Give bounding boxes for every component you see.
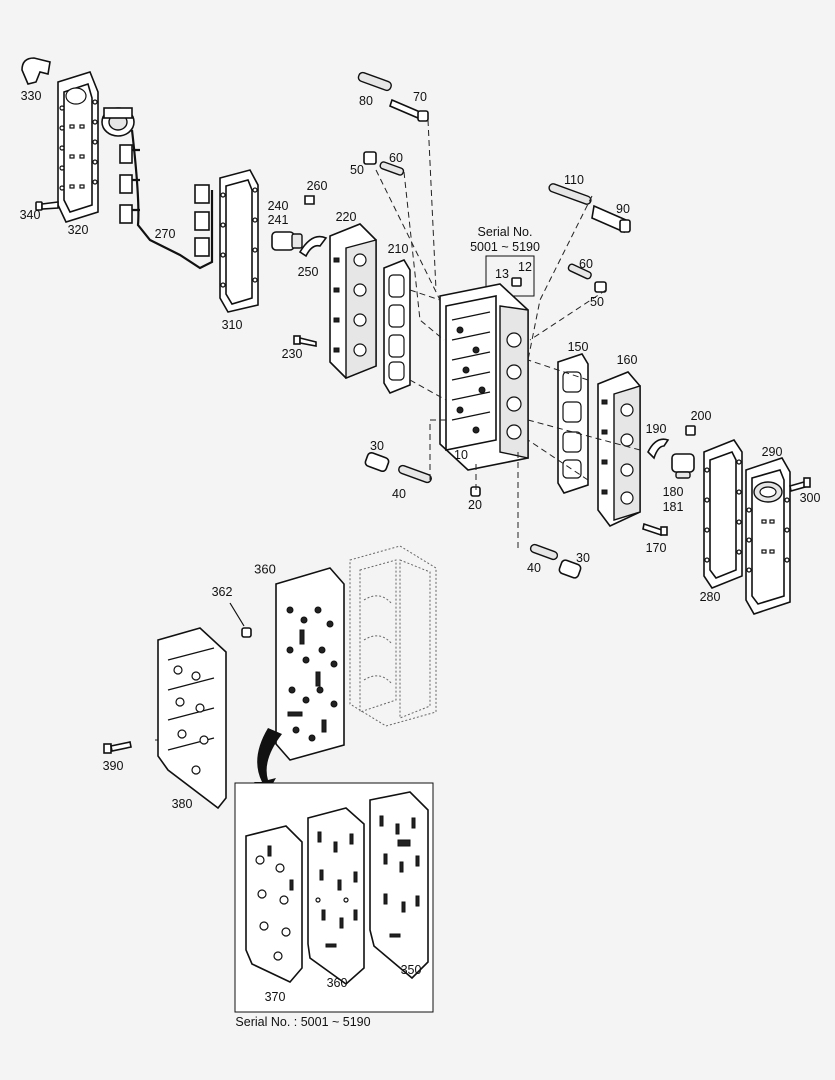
part-160-valve-body (597, 371, 641, 527)
part-260-screw (304, 195, 315, 205)
callout-260: 260 (306, 178, 328, 193)
callout-330: 330 (20, 88, 42, 103)
part-310-gasket (219, 169, 259, 313)
part-60-spring (379, 161, 405, 176)
part-200-screw (685, 425, 696, 436)
callout-30-a: 30 (370, 438, 384, 453)
callout-90: 90 (616, 201, 630, 216)
part-220-valve-body (329, 223, 377, 380)
part-170-bolt (642, 522, 668, 537)
callout-250: 250 (297, 264, 319, 279)
part-190-clip (647, 438, 670, 460)
part-110-spring (548, 183, 592, 205)
callout-200: 200 (690, 408, 712, 423)
callout-50-b: 50 (590, 294, 604, 309)
part-280-gasket (703, 439, 743, 589)
part-40-spring-lower (529, 543, 559, 561)
part-60-spring-right (567, 263, 592, 280)
part-12-plug (511, 277, 522, 287)
callout-150: 150 (567, 339, 589, 354)
callout-40-b: 40 (527, 560, 541, 575)
callout-350: 350 (400, 962, 422, 977)
callout-50-a: 50 (350, 162, 364, 177)
part-370-plate (245, 825, 303, 983)
callout-310: 310 (221, 317, 243, 332)
part-380-plate (157, 627, 227, 810)
callout-270: 270 (154, 226, 176, 241)
part-230-bolt (293, 335, 317, 347)
part-240-solenoid (271, 231, 303, 251)
callout-30-b: 30 (576, 550, 590, 565)
part-ghost-valve-body (349, 545, 437, 727)
part-270-wiring-harness (101, 107, 214, 270)
part-210-gasket (383, 259, 411, 394)
callout-230: 230 (281, 346, 303, 361)
part-320-cover (57, 71, 99, 223)
part-30-valve (364, 451, 390, 473)
callout-190: 190 (645, 421, 667, 436)
callout-370: 370 (264, 989, 286, 1004)
part-50-plug-right (594, 281, 607, 293)
callout-13: 13 (495, 266, 509, 281)
part-50-plug (363, 151, 377, 165)
callout-300: 300 (799, 490, 821, 505)
callout-320: 320 (67, 222, 89, 237)
part-390-bolt (103, 741, 132, 754)
callout-160: 160 (616, 352, 638, 367)
callout-360-a: 360 (254, 561, 276, 577)
callout-80: 80 (359, 93, 373, 108)
callout-70: 70 (413, 89, 427, 104)
part-30-valve-lower (558, 559, 582, 579)
callout-220: 220 (335, 209, 357, 224)
serial-note-top-line1: Serial No. (477, 224, 533, 239)
part-40-spring (398, 464, 432, 484)
callout-210: 210 (387, 241, 409, 256)
callout-181: 181 (662, 499, 684, 514)
callout-180: 180 (662, 484, 684, 499)
callout-290: 290 (761, 444, 783, 459)
callout-362: 362 (211, 584, 233, 599)
callout-170: 170 (645, 540, 667, 555)
part-330-clip (21, 57, 51, 85)
callout-390: 390 (102, 758, 124, 773)
callout-60-b: 60 (579, 256, 593, 271)
part-180-solenoid (671, 453, 695, 479)
part-90-valve (591, 204, 631, 234)
part-250-clip (298, 235, 328, 258)
part-300-bolt (789, 477, 811, 493)
callout-60-a: 60 (389, 150, 403, 165)
callout-360-b: 360 (326, 975, 348, 990)
part-290-cover (745, 457, 791, 615)
serial-note-bottom: Serial No. : 5001 ~ 5190 (235, 1014, 371, 1029)
callout-280: 280 (699, 589, 721, 604)
part-80-spring (357, 71, 392, 92)
callout-340: 340 (19, 207, 41, 222)
part-350-plate (369, 791, 429, 980)
assembly-lines (155, 119, 641, 741)
part-360-plate-inset (307, 807, 365, 986)
callout-40-a: 40 (392, 486, 406, 501)
serial-note-top-line2: 5001 ~ 5190 (470, 239, 540, 254)
part-150-gasket (557, 353, 589, 494)
callout-20: 20 (468, 497, 482, 512)
callout-240: 240 (267, 198, 289, 213)
callout-10: 10 (454, 447, 468, 462)
part-360-separator-plate (275, 567, 345, 761)
callout-110: 110 (564, 172, 584, 187)
part-362-plug (229, 602, 252, 638)
callout-241: 241 (267, 212, 289, 227)
pointer-arrow (254, 728, 282, 792)
part-340-bolt (35, 201, 59, 211)
callout-380: 380 (171, 796, 193, 811)
part-10-main-valve-body (439, 283, 529, 471)
callout-12: 12 (518, 259, 532, 274)
part-70-plunger (389, 98, 429, 122)
